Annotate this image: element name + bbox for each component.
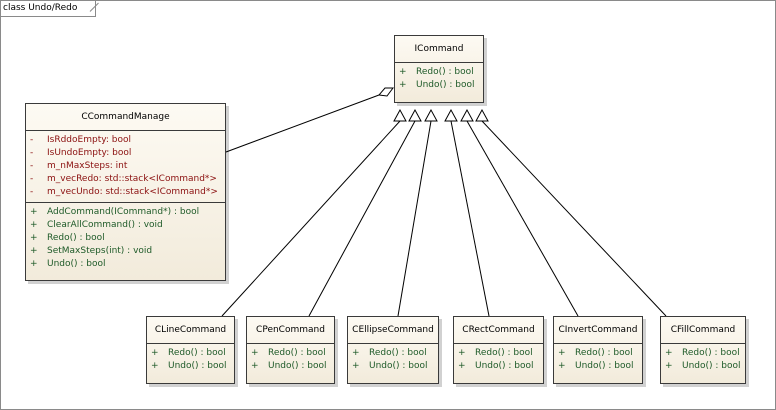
generalization-arrowhead bbox=[460, 108, 474, 122]
generalization-arrowhead bbox=[408, 108, 422, 122]
generalization-arrowhead bbox=[444, 108, 458, 122]
operation: +Undo() : bool bbox=[399, 80, 475, 90]
operations-section: +Redo() : bool +Undo() : bool bbox=[348, 344, 438, 376]
class-icommand[interactable]: ICommand +Redo() : bool +Undo() : bool bbox=[394, 35, 484, 103]
attribute: -m_nMaxSteps: int bbox=[30, 161, 128, 171]
operation: +Undo() : bool bbox=[458, 361, 534, 371]
generalization-line-cinvert bbox=[466, 120, 579, 317]
operation: +SetMaxSteps(int) : void bbox=[30, 246, 153, 256]
generalization-line-cpen bbox=[308, 120, 416, 317]
operation: +ClearAllCommand() : void bbox=[30, 220, 163, 230]
attribute: -IsUndoEmpty: bool bbox=[30, 148, 132, 158]
class-name: CInvertCommand bbox=[554, 317, 642, 344]
operation: +Redo() : bool bbox=[399, 67, 474, 77]
class-name: CLineCommand bbox=[147, 317, 234, 344]
class-clinecommand[interactable]: CLineCommand +Redo() : bool +Undo() : bo… bbox=[146, 316, 235, 384]
operation: +Undo() : bool bbox=[30, 259, 106, 269]
operation: +Redo() : bool bbox=[251, 348, 326, 358]
operation: +Redo() : bool bbox=[558, 348, 633, 358]
class-name: CEllipseCommand bbox=[348, 317, 438, 344]
operation: +Redo() : bool bbox=[30, 233, 105, 243]
attribute: -m_vecRedo: std::stack<ICommand*> bbox=[30, 174, 217, 184]
operation: +Undo() : bool bbox=[251, 361, 327, 371]
class-cellipsecommand[interactable]: CEllipseCommand +Redo() : bool +Undo() :… bbox=[347, 316, 439, 384]
class-cpencommand[interactable]: CPenCommand +Redo() : bool +Undo() : boo… bbox=[246, 316, 335, 384]
operation: +Redo() : bool bbox=[151, 348, 226, 358]
class-cfillcommand[interactable]: CFillCommand +Redo() : bool +Undo() : bo… bbox=[660, 316, 746, 384]
attribute: -IsRddoEmpty: bool bbox=[30, 135, 132, 145]
class-name: CPenCommand bbox=[247, 317, 334, 344]
class-cinvertcommand[interactable]: CInvertCommand +Redo() : bool +Undo() : … bbox=[553, 316, 643, 384]
operations-section: +Redo() : bool +Undo() : bool bbox=[247, 344, 334, 376]
operation: +Redo() : bool bbox=[458, 348, 533, 358]
operation: +Redo() : bool bbox=[665, 348, 740, 358]
generalization-line-cfill bbox=[481, 120, 667, 317]
class-name: ICommand bbox=[395, 36, 483, 63]
class-name: CRectCommand bbox=[454, 317, 543, 344]
operation: +Undo() : bool bbox=[151, 361, 227, 371]
operation: +Undo() : bool bbox=[558, 361, 634, 371]
aggregation-diamond bbox=[378, 87, 394, 97]
class-crectcommand[interactable]: CRectCommand +Redo() : bool +Undo() : bo… bbox=[453, 316, 544, 384]
generalization-arrowhead bbox=[475, 108, 489, 122]
operation: +Undo() : bool bbox=[665, 361, 741, 371]
operation: +Redo() : bool bbox=[352, 348, 427, 358]
operations-section: +Redo() : bool +Undo() : bool bbox=[554, 344, 642, 376]
class-ccommandmanage[interactable]: CCommandManage -IsRddoEmpty: bool -IsUnd… bbox=[25, 103, 226, 281]
generalization-line-cellipse bbox=[397, 120, 432, 317]
generalization-line-cline bbox=[221, 120, 401, 317]
operation: +AddCommand(ICommand*) : bool bbox=[30, 207, 200, 217]
class-name: CCommandManage bbox=[26, 104, 225, 131]
aggregation-line bbox=[225, 94, 380, 153]
operations-section: +Redo() : bool +Undo() : bool bbox=[661, 344, 745, 376]
frame-label: class Undo/Redo bbox=[0, 0, 96, 17]
class-name: CFillCommand bbox=[661, 317, 745, 344]
generalization-arrowhead bbox=[393, 108, 407, 122]
operations-section: +Redo() : bool +Undo() : bool bbox=[454, 344, 543, 376]
attributes-section: -IsRddoEmpty: bool -IsUndoEmpty: bool -m… bbox=[26, 131, 225, 203]
operations-section: +Redo() : bool +Undo() : bool bbox=[147, 344, 234, 376]
operation: +Undo() : bool bbox=[352, 361, 428, 371]
operations-section: +AddCommand(ICommand*) : bool +ClearAllC… bbox=[26, 203, 225, 274]
attribute: -m_vecUndo: std::stack<ICommand*> bbox=[30, 187, 218, 197]
operations-section: +Redo() : bool +Undo() : bool bbox=[395, 63, 483, 95]
generalization-arrowhead bbox=[424, 108, 438, 122]
generalization-line-crect bbox=[450, 120, 490, 317]
